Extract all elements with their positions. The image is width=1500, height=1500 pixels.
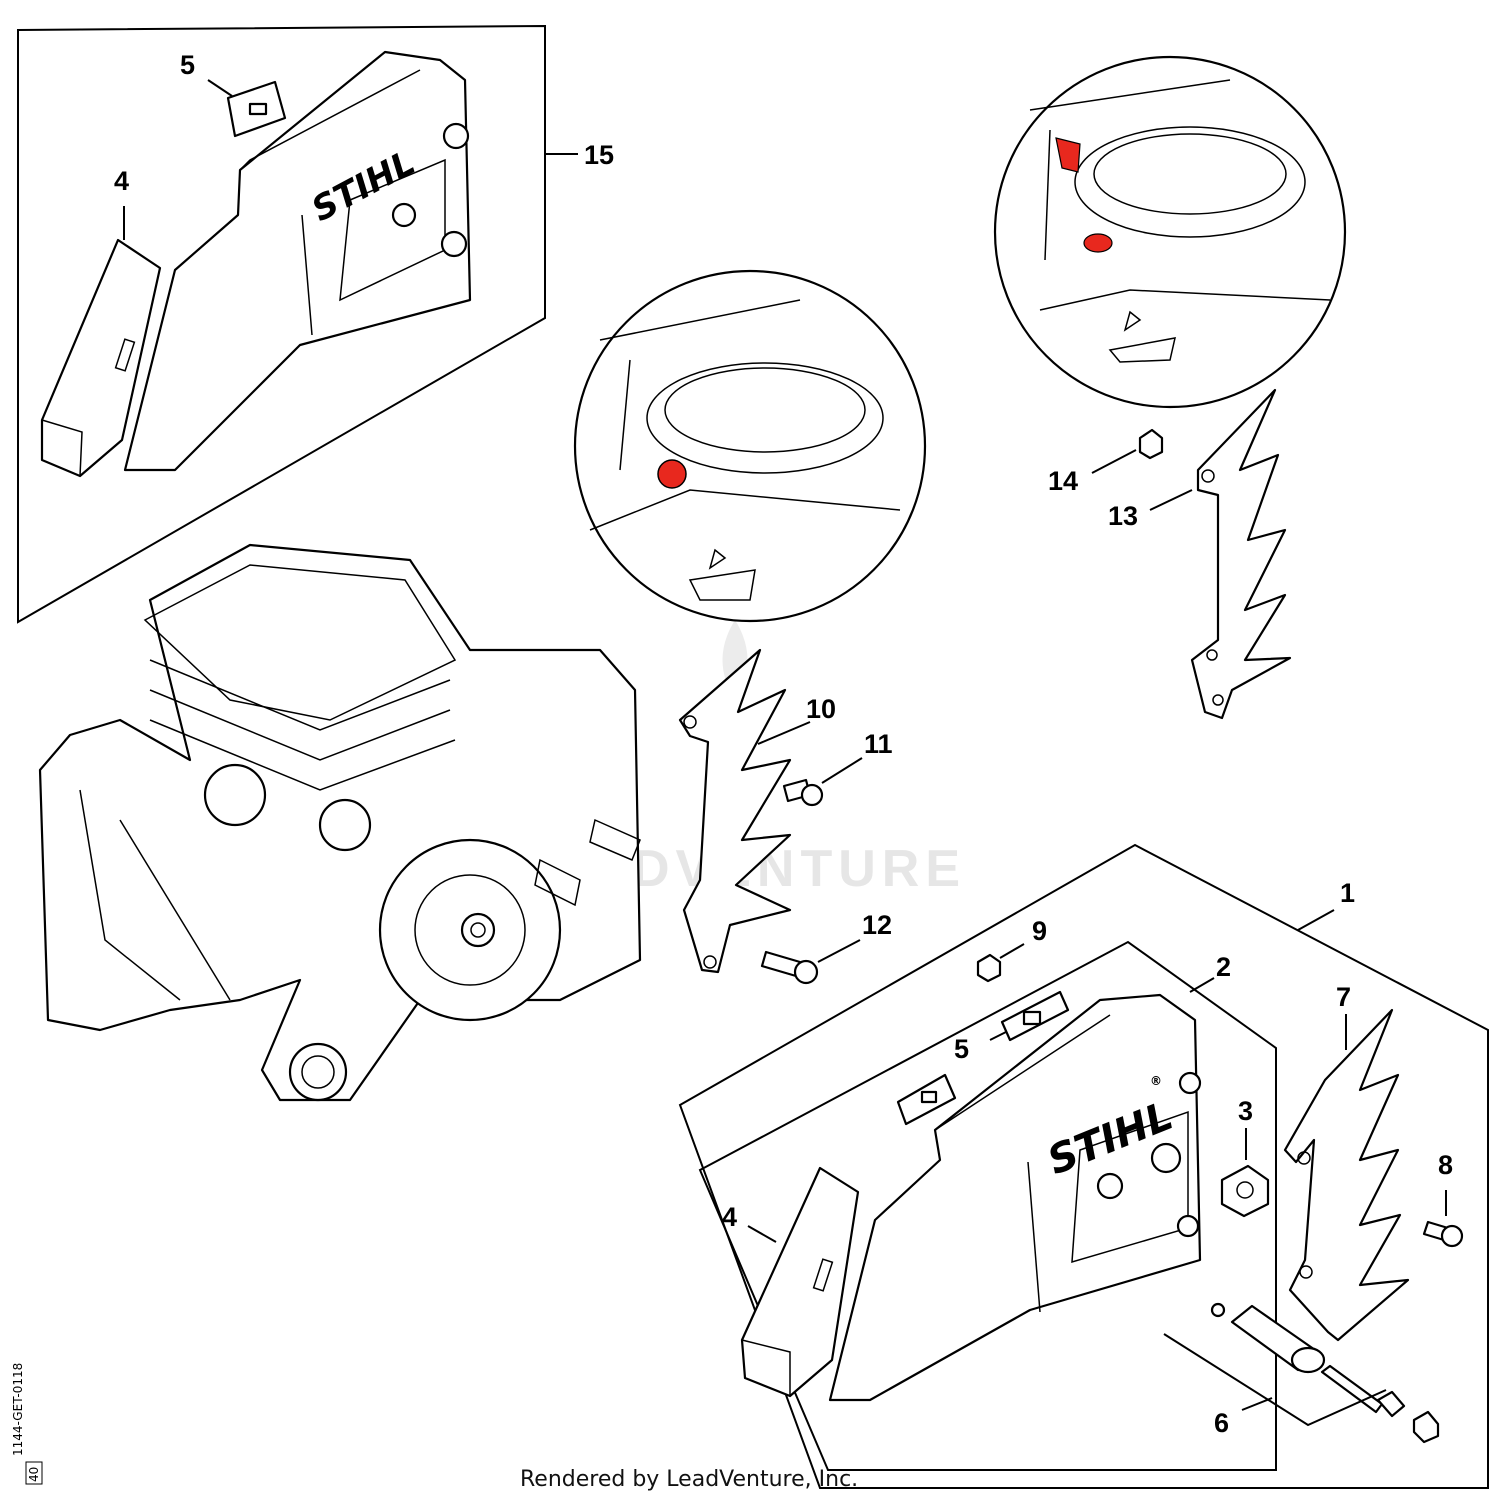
part-11-screw (782, 778, 824, 807)
leader-6 (1241, 1397, 1273, 1411)
highlight-marker-center (657, 459, 687, 489)
leader-4b (747, 1225, 777, 1243)
part-12-screw (760, 950, 819, 985)
callout-12[interactable]: 12 (862, 910, 892, 940)
callout-8[interactable]: 8 (1438, 1150, 1453, 1180)
part-9-nut (976, 953, 1002, 983)
leader-2 (1189, 977, 1215, 993)
highlight-marker-right-dot (1083, 233, 1113, 253)
part-5-bottom (896, 990, 1070, 1126)
callout-15[interactable]: 15 (584, 140, 614, 170)
detail-inset-center (573, 269, 927, 623)
diagram-code: 1144-GET-0118 (11, 1363, 25, 1456)
callout-7[interactable]: 7 (1336, 982, 1351, 1012)
leader-12 (817, 939, 861, 963)
diagram-code-box-label: 40 (27, 1467, 41, 1482)
callout-13[interactable]: 13 (1108, 501, 1138, 531)
bracket-6 (1163, 1333, 1387, 1427)
callout-5a[interactable]: 5 (180, 50, 195, 80)
leader-14 (1091, 449, 1137, 474)
part-5-top (226, 80, 287, 138)
engine-crankcase (38, 543, 642, 1102)
leader-9 (999, 943, 1025, 959)
part-4-bottom (740, 1166, 860, 1398)
sprocket-cover-top: STIHL (123, 50, 472, 472)
leader-11 (821, 757, 863, 784)
diagram-code-box (25, 1461, 43, 1485)
registered-mark: ® (1150, 1074, 1162, 1088)
leader-10 (757, 721, 811, 745)
kit-15-frame (17, 24, 546, 624)
callout-6[interactable]: 6 (1214, 1408, 1229, 1438)
part-8-screw (1422, 1220, 1464, 1248)
highlight-marker-right-slot (1055, 137, 1081, 173)
part-6-tensioner-assembly (1210, 1302, 1440, 1444)
callout-11[interactable]: 11 (864, 729, 893, 759)
callout-2[interactable]: 2 (1216, 952, 1231, 982)
leader-5b (989, 1031, 1007, 1041)
leader-5a (207, 79, 233, 97)
part-10-bumper-spike (678, 648, 792, 974)
detail-inset-right (993, 55, 1347, 409)
callout-10[interactable]: 10 (806, 694, 836, 724)
part-3-collar-nut (1220, 1164, 1270, 1218)
kit-1-frame (678, 843, 1489, 1489)
part-4-top (40, 238, 162, 478)
leader-13 (1149, 489, 1193, 511)
part-7-bumper-spike (1283, 1008, 1410, 1342)
part-13-bumper-spike (1190, 388, 1292, 720)
callout-9[interactable]: 9 (1032, 916, 1047, 946)
callout-3[interactable]: 3 (1238, 1096, 1253, 1126)
part-14-nut (1138, 428, 1164, 460)
callout-4a[interactable]: 4 (114, 166, 129, 196)
callout-14[interactable]: 14 (1048, 466, 1078, 496)
callout-4b[interactable]: 4 (722, 1202, 737, 1232)
callout-5b[interactable]: 5 (954, 1034, 969, 1064)
leader-1 (1297, 909, 1335, 931)
sprocket-cover-bottom: STIHL ® (828, 993, 1202, 1402)
render-credit: Rendered by LeadVenture, Inc. (520, 1467, 858, 1492)
callout-1[interactable]: 1 (1340, 878, 1355, 908)
kit-2-frame (698, 940, 1277, 1471)
